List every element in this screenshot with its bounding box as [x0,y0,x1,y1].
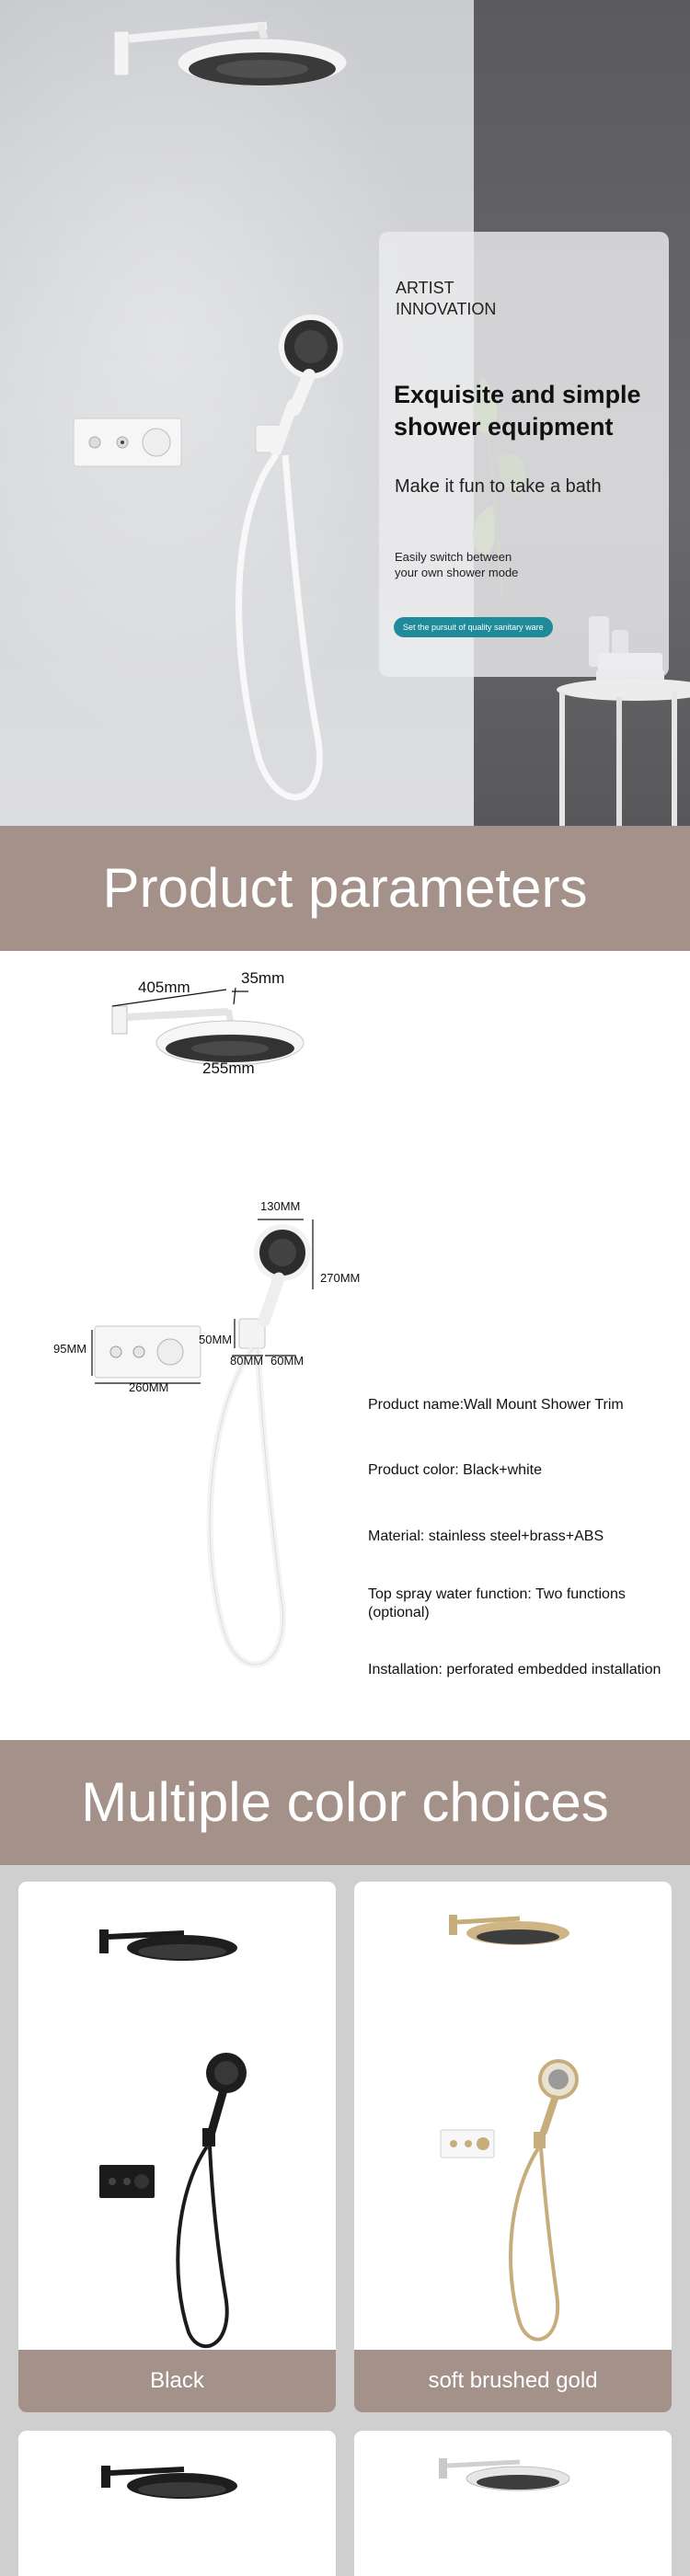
spec-product-name: Product name:Wall Mount Shower Trim [368,1397,624,1413]
head-height-label: 270MM [320,1271,361,1285]
holder-height-label: 50MM [199,1333,233,1346]
hero-info-card: ARTIST INNOVATION Exquisite and simple s… [379,232,669,677]
brand-name: ARTIST INNOVATION [396,278,496,320]
gold-shower-image [440,1915,579,2341]
spec-product-color: Product color: Black+white [368,1462,542,1478]
section-title-colors: Multiple color choices [0,1740,690,1865]
headline-line-1: Exquisite and simple [394,381,641,408]
brand-line-2: INNOVATION [396,300,497,318]
holder-width-1-label: 80MM [230,1354,264,1368]
hero-shower-image [73,21,348,801]
depth-label: 35mm [241,969,285,987]
color-card-next-1[interactable] [18,2431,336,2576]
diameter-label: 255mm [202,1059,255,1077]
color-label-gold: soft brushed gold [354,2350,672,2412]
spec-material: Material: stainless steel+brass+ABS [368,1528,604,1544]
arm-length-label: 405mm [138,979,190,996]
hero-tagline: Make it fun to take a bath [395,476,602,497]
panel-height-label: 95MM [53,1342,87,1356]
rain-shower-diagram [91,987,314,1668]
section-title-parameters: Product parameters [0,826,690,951]
description-line-1: Easily switch between [395,550,512,564]
spec-spray-function: Top spray water function: Two functions … [368,1586,626,1620]
hero-section: ARTIST INNOVATION Exquisite and simple s… [0,0,690,826]
headline-line-2: shower equipment [394,413,614,441]
quality-cta-button[interactable]: Set the pursuit of quality sanitary ware [394,617,553,637]
holder-width-2-label: 60MM [270,1354,305,1368]
shower-preview-image [101,2466,237,2499]
color-choices-section: Black soft brushed gold [0,1865,690,2576]
parameters-section: 405mm 35mm 255mm 130MM 270MM 95MM 260MM … [0,951,690,1740]
hero-headline: Exquisite and simple shower equipment [394,379,661,443]
description-line-2: your own shower mode [395,566,519,579]
spec-installation: Installation: perforated embedded instal… [368,1662,661,1677]
color-label-black: Black [18,2350,336,2412]
black-shower-image [99,1929,247,2349]
color-card-black[interactable]: Black [18,1882,336,2412]
color-card-gold[interactable]: soft brushed gold [354,1882,672,2412]
brand-line-1: ARTIST [396,279,454,297]
head-width-label: 130MM [260,1199,301,1213]
color-card-next-2[interactable] [354,2431,672,2576]
shower-preview-image [439,2458,570,2491]
hero-description: Easily switch between your own shower mo… [395,549,518,580]
panel-width-label: 260MM [129,1380,169,1394]
